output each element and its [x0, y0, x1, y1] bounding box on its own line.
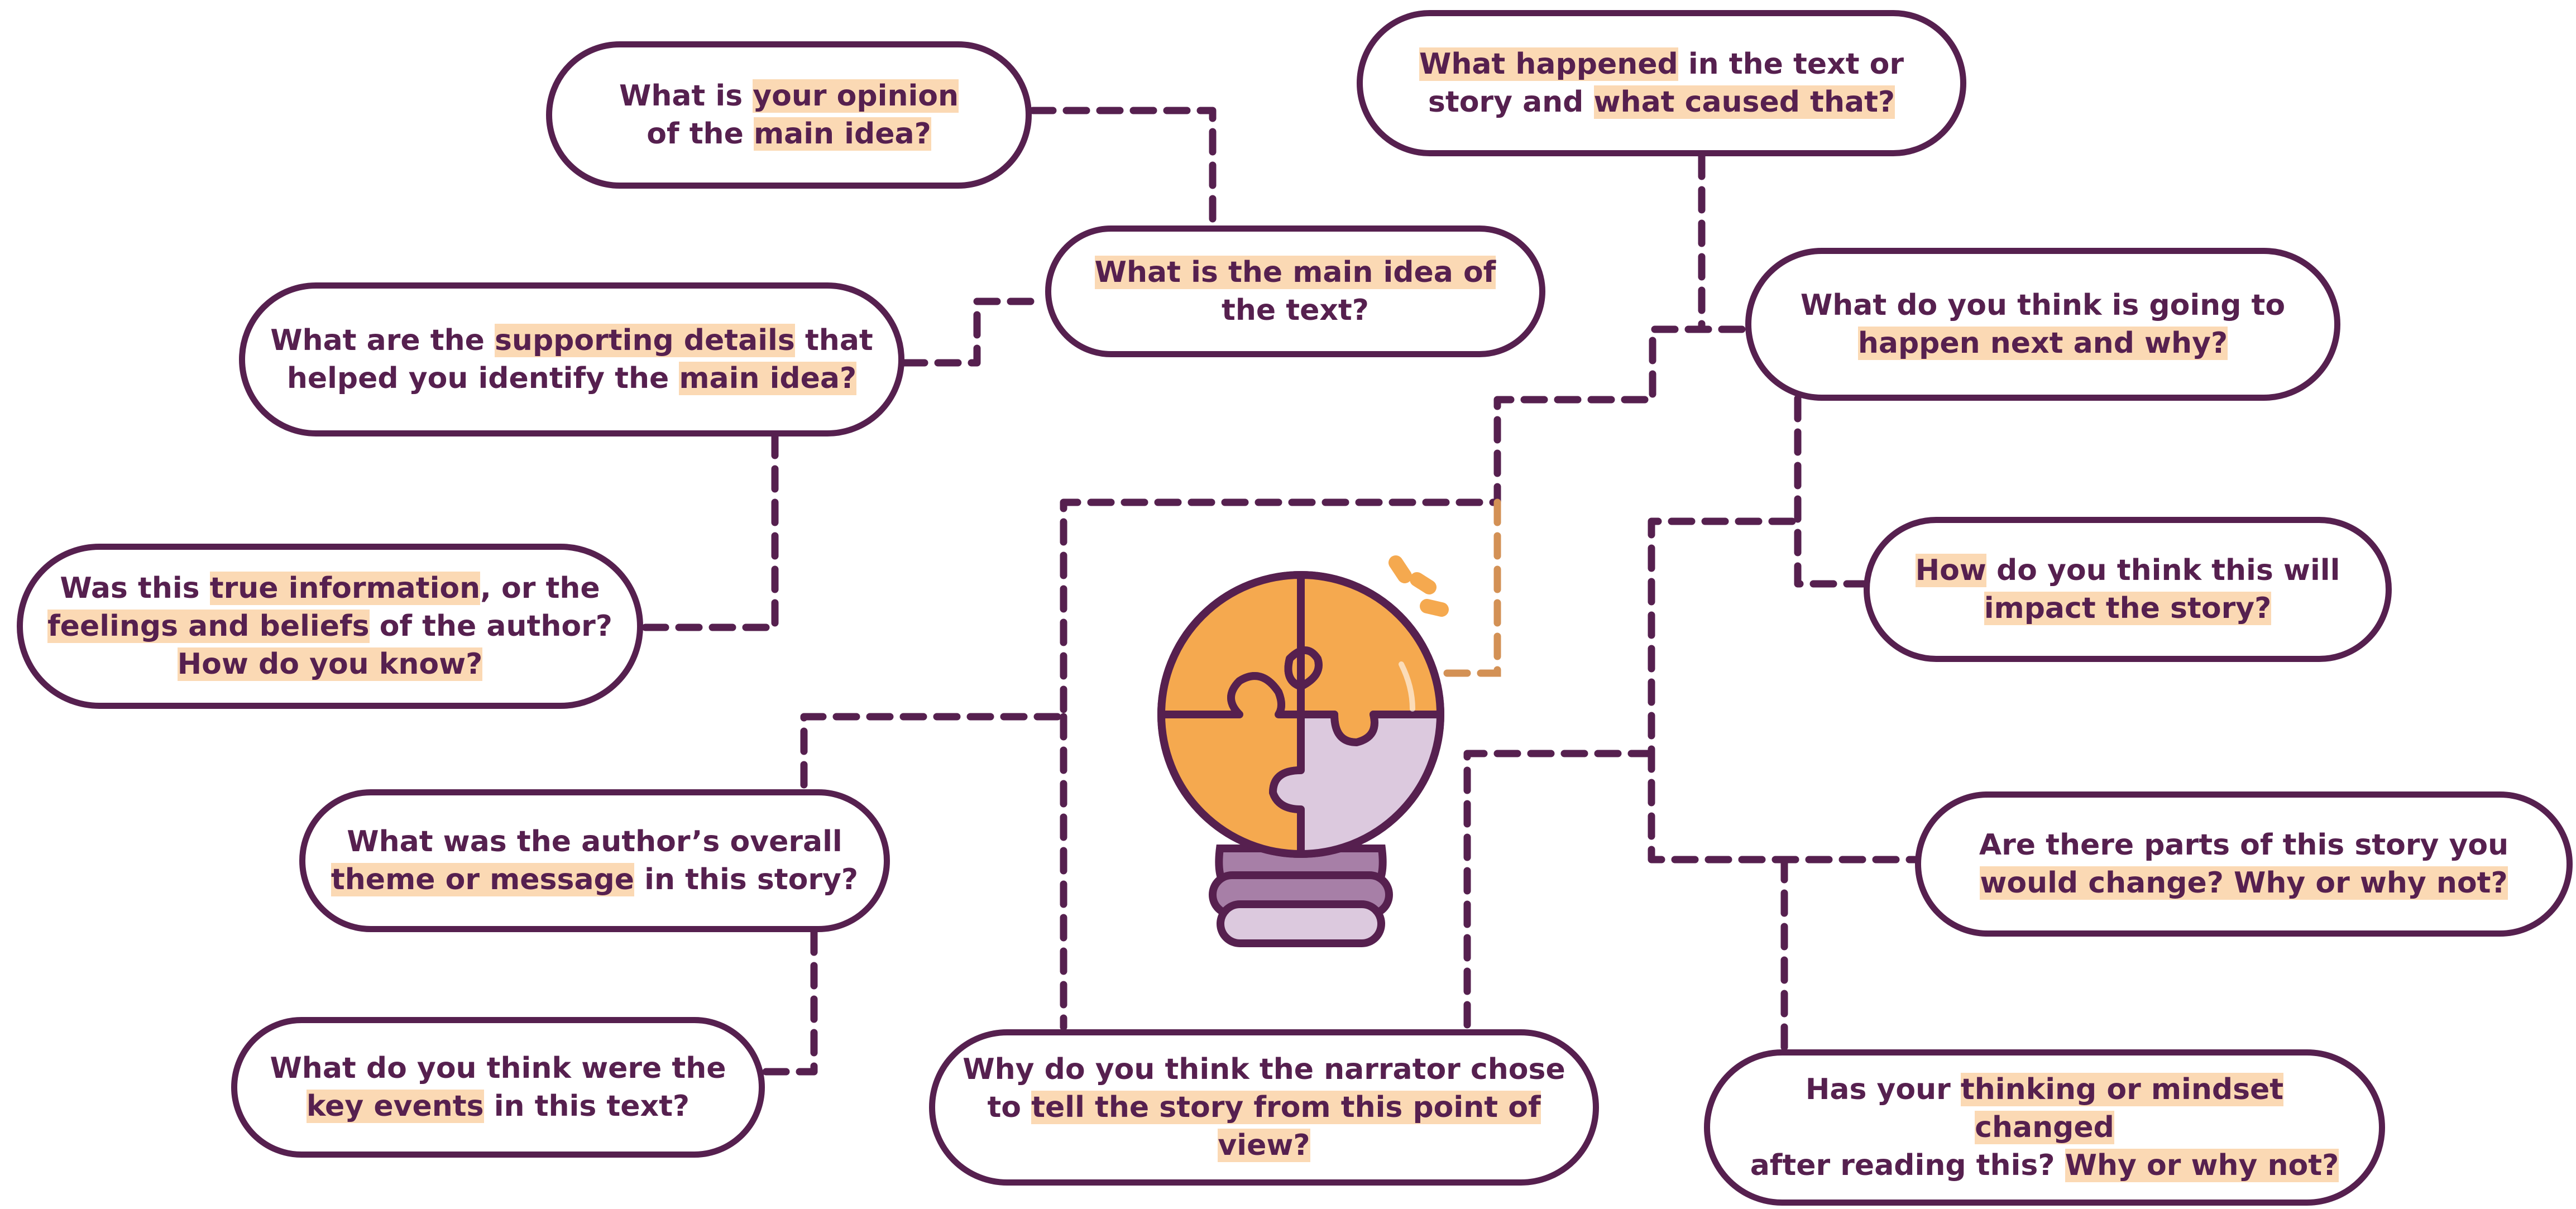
question-main-idea: What is the main idea of the text? [1045, 226, 1545, 357]
highlight: What is the main idea of [1094, 256, 1496, 289]
highlight: key events [306, 1090, 484, 1123]
highlight: tell the story from this point of view? [1031, 1091, 1541, 1162]
highlight: true information [209, 572, 481, 605]
text: Are there parts of this story you [1979, 828, 2509, 862]
text: after reading this? [1750, 1149, 2065, 1182]
question-mindset-changed: Has your thinking or mindset changed afte… [1704, 1049, 2385, 1206]
question-impact: How do you think this will impact the sto… [1864, 517, 2392, 662]
text: What do you think were the [270, 1052, 726, 1085]
highlight: your opinion [753, 79, 959, 113]
text: do you think this will [1986, 554, 2340, 587]
text: that [794, 324, 873, 357]
lightbulb-puzzle-icon [1157, 555, 1449, 947]
highlight: What happened [1419, 47, 1678, 81]
highlight: thinking or mindset changed [1960, 1073, 2284, 1144]
text: of the [647, 117, 754, 151]
text: Why do you think the narrator chose [963, 1053, 1565, 1086]
spark-icon [1388, 555, 1449, 617]
text: Has your [1805, 1073, 1961, 1106]
question-narrator-point-of-view: Why do you think the narrator chose to te… [929, 1029, 1599, 1186]
highlight: Why or why not? [2065, 1149, 2339, 1182]
text: story and [1428, 85, 1594, 119]
highlight: How [1915, 554, 1986, 587]
highlight: main idea? [679, 362, 857, 395]
question-key-events: What do you think were the key events in … [231, 1017, 765, 1158]
question-happen-next: What do you think is going to happen next… [1745, 248, 2340, 401]
text: Was this [60, 572, 210, 605]
highlight: happen next and why? [1857, 327, 2228, 360]
highlight: feelings and beliefs [47, 610, 370, 643]
question-opinion: What is your opinion of the main idea? [546, 41, 1032, 189]
question-what-happened: What happened in the text or story and wh… [1357, 10, 1966, 156]
highlight: supporting details [494, 324, 795, 357]
text: to [987, 1091, 1032, 1124]
highlight: How do you know? [177, 647, 483, 681]
text: in this story? [634, 863, 859, 896]
text: What do you think is going to [1800, 289, 2286, 322]
text: in the text or [1678, 47, 1904, 81]
text: , or the [480, 572, 600, 605]
highlight: what caused that? [1593, 85, 1895, 119]
text: What was the author’s overall [347, 825, 842, 858]
text: in this text? [483, 1090, 690, 1123]
text: helped you identify the [286, 362, 679, 395]
highlight: theme or message [331, 863, 635, 896]
highlight: main idea? [753, 117, 931, 151]
text: What is [619, 79, 753, 113]
question-would-change: Are there parts of this story you would c… [1915, 791, 2573, 937]
highlight: impact the story? [1984, 592, 2272, 625]
question-theme: What was the author’s overall theme or me… [299, 789, 890, 932]
text: the text? [1222, 294, 1369, 327]
question-true-information: Was this true information, or the feeling… [17, 544, 643, 709]
question-supporting-details: What are the supporting details that help… [239, 282, 904, 436]
highlight: would change? Why or why not? [1980, 866, 2508, 900]
text: What are the [270, 324, 495, 357]
text: of the author? [369, 610, 612, 643]
